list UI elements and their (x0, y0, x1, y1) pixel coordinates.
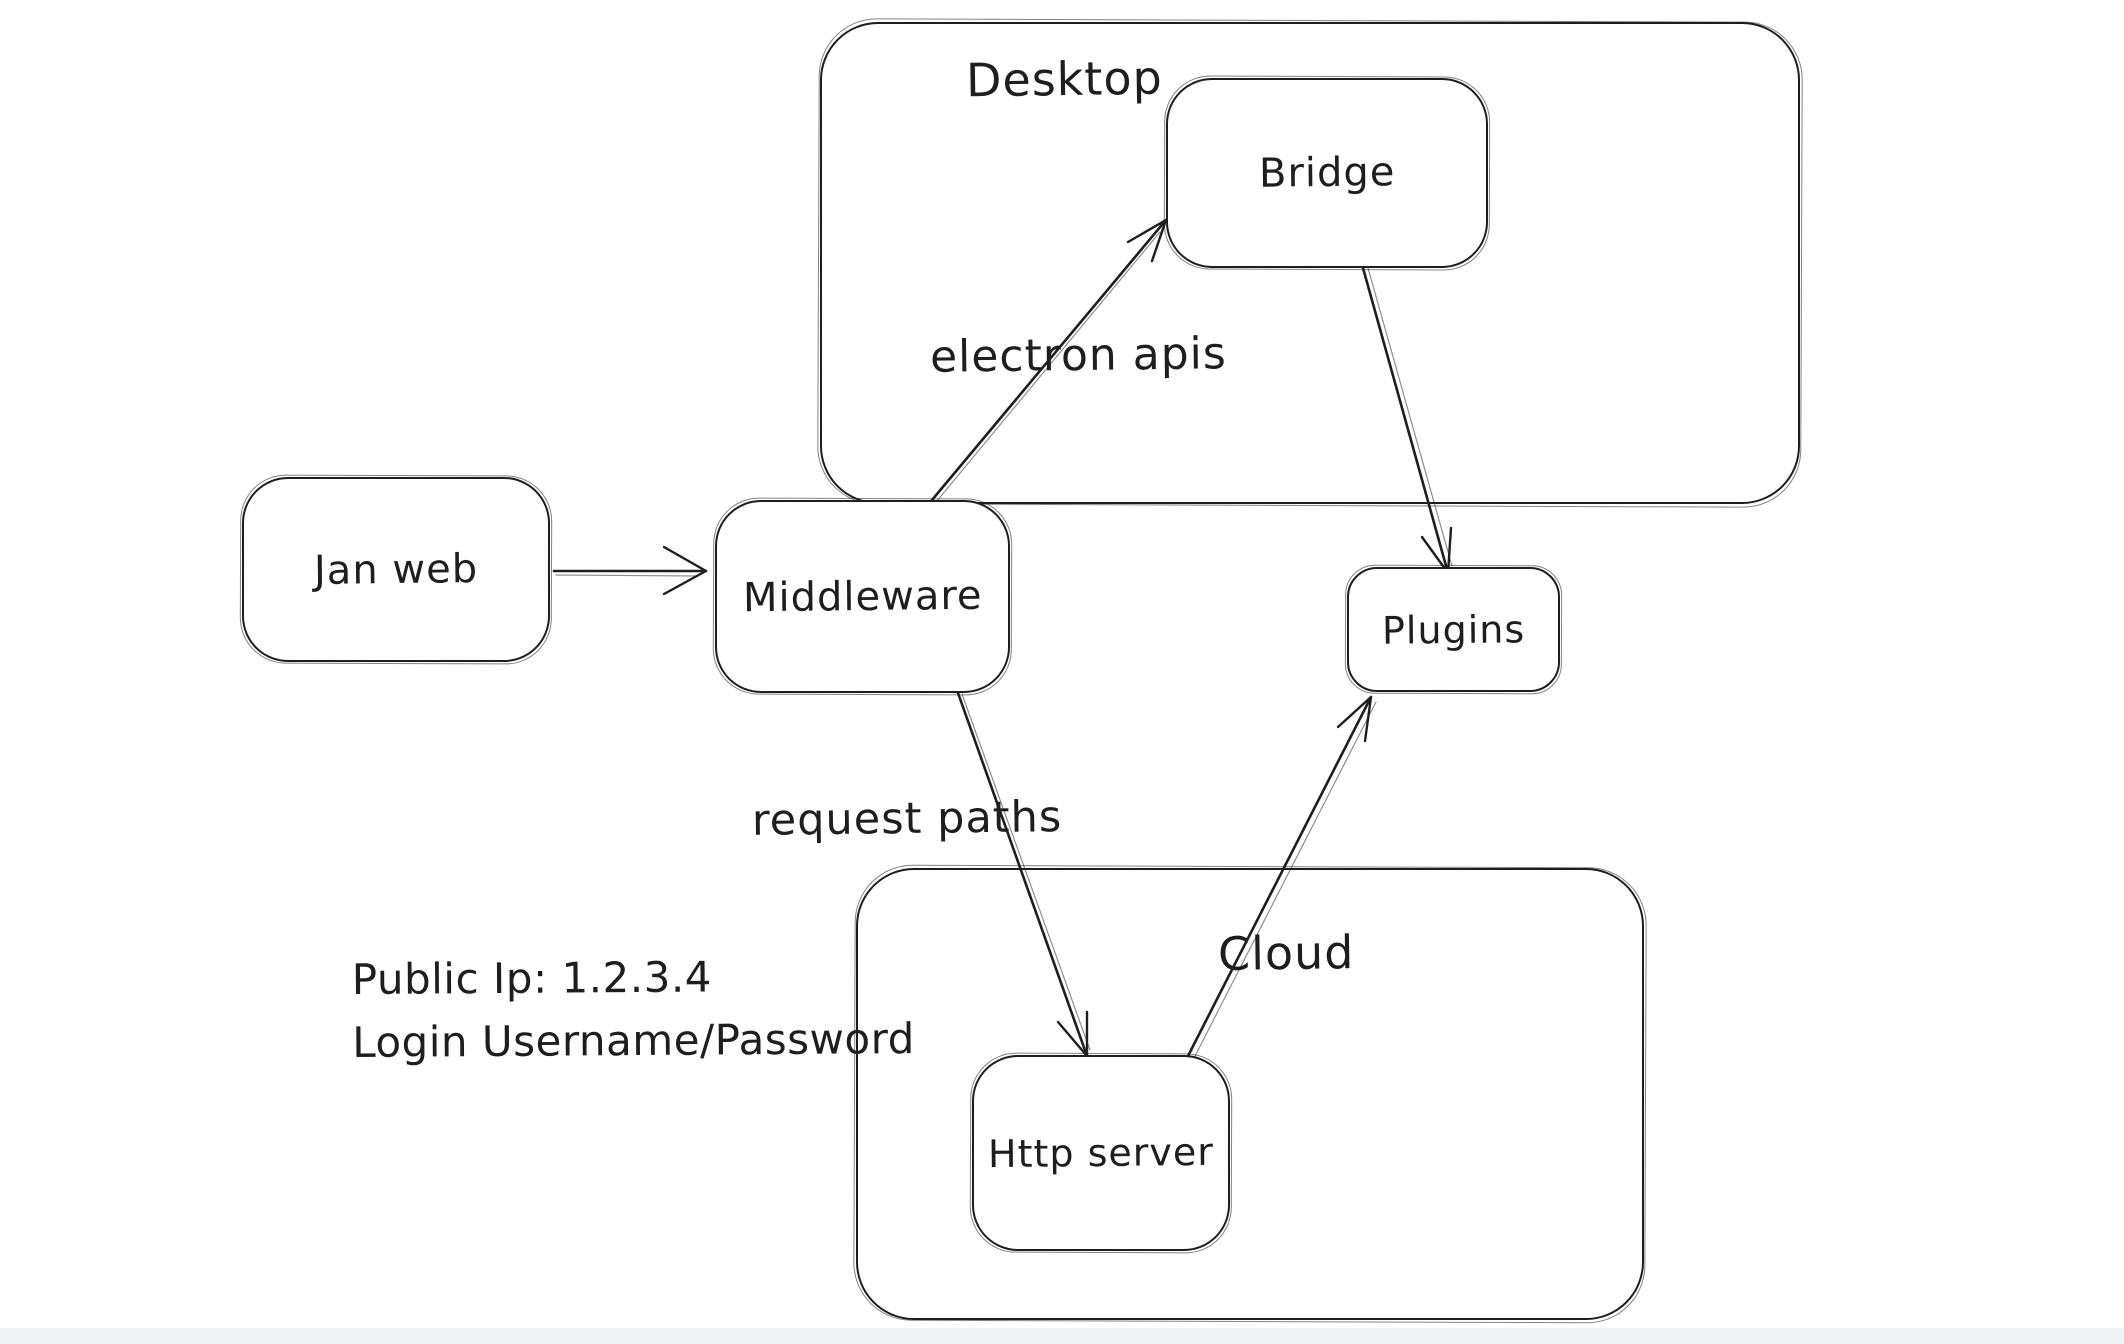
edge-label-request-paths: request paths (751, 792, 1063, 846)
node-plugins[interactable]: Plugins (1347, 567, 1560, 692)
node-http-server-label: Http server (987, 1129, 1215, 1177)
annotation-block: Public Ip: 1.2.3.4 Login Username/Passwo… (352, 944, 915, 1074)
page-bottom-strip (0, 1328, 2124, 1344)
arrow-httpserver-to-plugins[interactable] (1186, 695, 1377, 1059)
arrow-middleware-to-bridge[interactable] (930, 218, 1168, 503)
node-http-server[interactable]: Http server (972, 1055, 1230, 1251)
annotation-public-ip: Public Ip: 1.2.3.4 (351, 952, 713, 1004)
edge-label-electron-apis: electron apis (929, 328, 1228, 383)
node-bridge[interactable]: Bridge (1166, 78, 1488, 268)
annotation-login: Login Username/Password (352, 1014, 915, 1067)
node-jan-web[interactable]: Jan web (242, 477, 550, 662)
container-desktop-label: Desktop (965, 50, 1164, 108)
container-cloud-label: Cloud (1217, 925, 1355, 981)
node-middleware[interactable]: Middleware (715, 500, 1010, 693)
node-jan-web-label: Jan web (313, 545, 479, 594)
container-desktop[interactable] (820, 22, 1800, 504)
container-cloud[interactable] (856, 868, 1644, 1320)
arrow-janweb-to-middleware[interactable] (552, 545, 708, 596)
node-bridge-label: Bridge (1258, 149, 1396, 197)
node-plugins-label: Plugins (1381, 606, 1526, 653)
arrow-bridge-to-plugins[interactable] (1361, 266, 1453, 575)
arrow-middleware-to-httpserver[interactable] (956, 691, 1091, 1058)
node-middleware-label: Middleware (742, 572, 983, 621)
